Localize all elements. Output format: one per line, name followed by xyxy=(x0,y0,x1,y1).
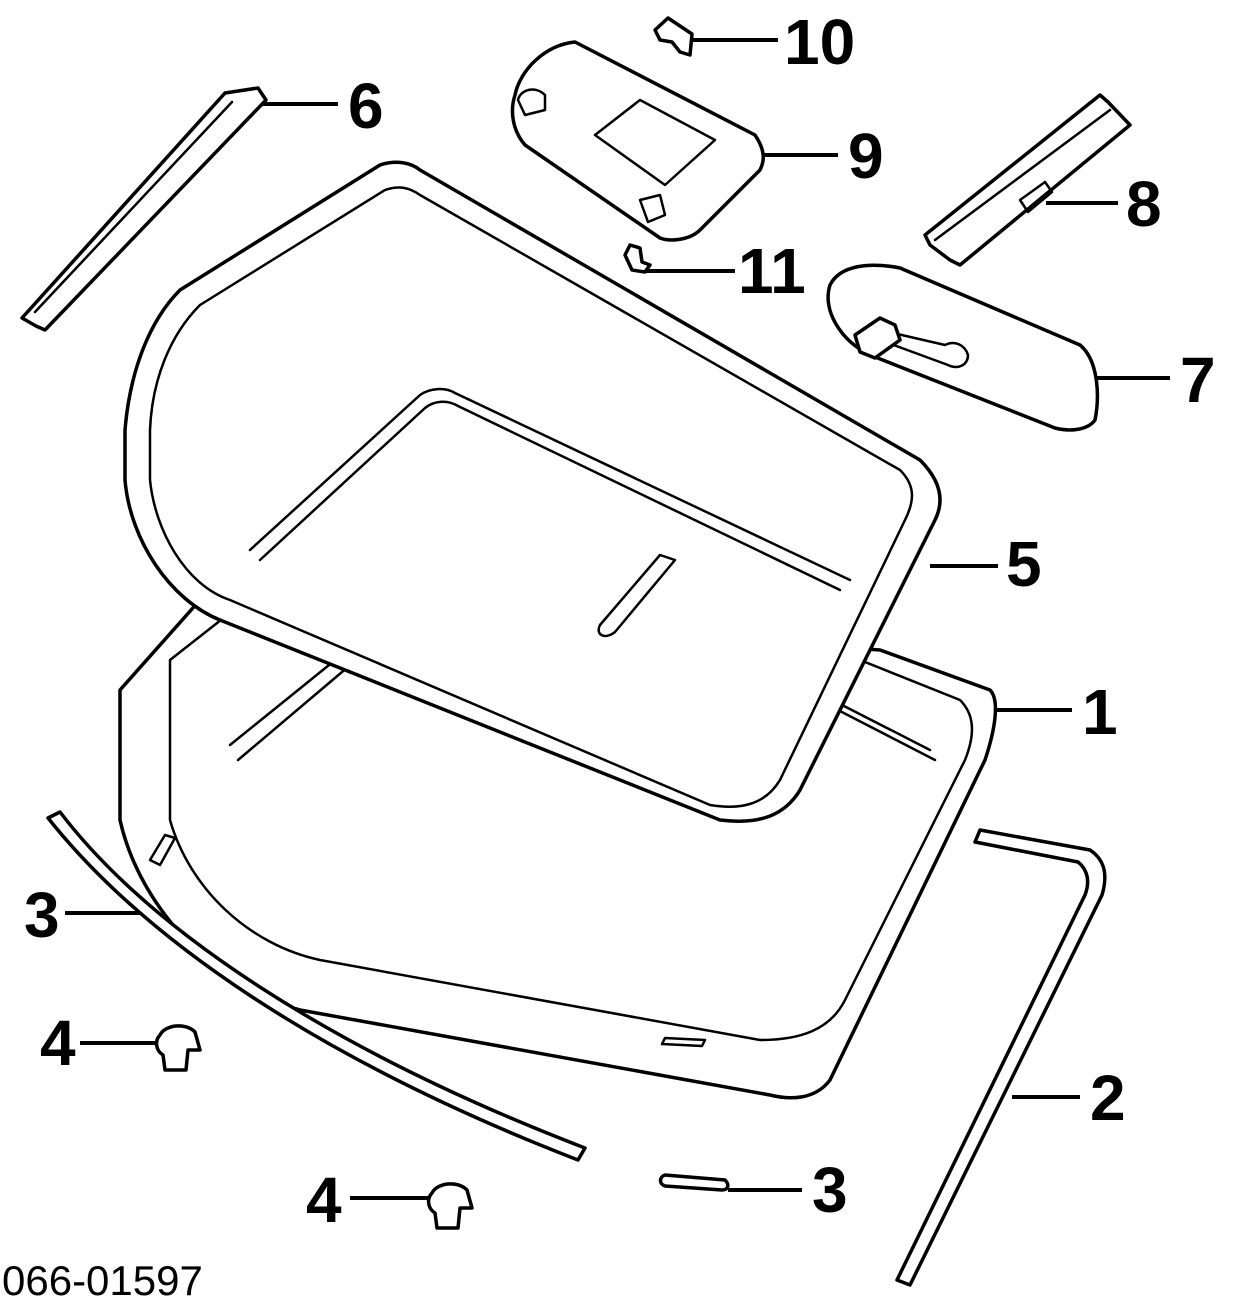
pillar-trim-panel xyxy=(20,86,268,332)
visor-clip xyxy=(653,16,694,57)
callout-9: 9 xyxy=(848,120,884,192)
rear-view-mirror xyxy=(826,263,1100,432)
side-molding-right xyxy=(895,828,1107,1287)
molding-piece-small xyxy=(658,1173,730,1192)
callout-1: 1 xyxy=(1082,676,1118,748)
callout-8: 8 xyxy=(1126,168,1162,240)
callout-3-bottom: 3 xyxy=(812,1154,848,1226)
lower-molding-strip xyxy=(46,810,587,1162)
sun-visor xyxy=(510,40,766,242)
retaining-clip-lower xyxy=(426,1182,474,1230)
callout-11: 11 xyxy=(738,235,806,307)
mirror-bracket-rail xyxy=(923,93,1132,267)
windshield-frame-molding xyxy=(123,160,942,823)
callout-3-left: 3 xyxy=(24,879,60,951)
callout-labels: 1 2 3 3 4 4 5 6 7 8 9 10 11 xyxy=(24,6,1216,1236)
callout-2: 2 xyxy=(1090,1062,1126,1134)
callout-7: 7 xyxy=(1180,344,1216,416)
callout-10: 10 xyxy=(784,6,855,78)
retaining-clip-upper xyxy=(154,1024,202,1072)
callout-6: 6 xyxy=(348,70,384,142)
callout-4-bottom: 4 xyxy=(306,1164,342,1236)
callout-4-left: 4 xyxy=(40,1007,76,1079)
leader-lines xyxy=(65,38,1170,1200)
callout-5: 5 xyxy=(1006,528,1042,600)
diagram-reference-code: 066-01597 xyxy=(2,1257,203,1304)
visor-screw xyxy=(623,243,652,274)
